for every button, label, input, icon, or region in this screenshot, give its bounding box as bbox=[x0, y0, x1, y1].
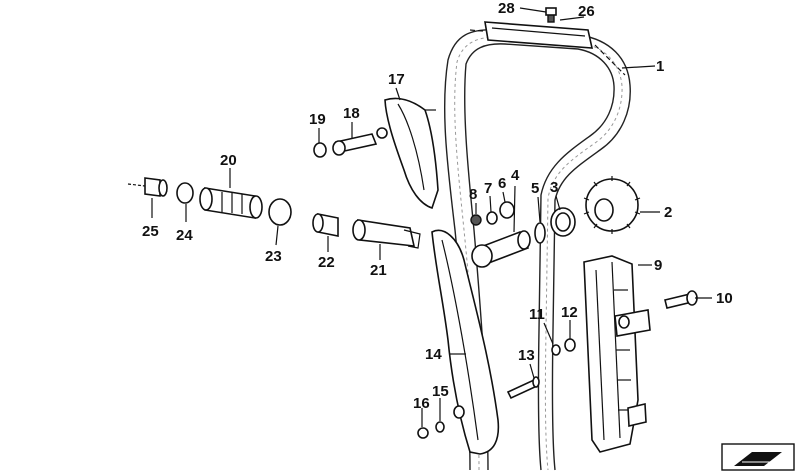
nut bbox=[470, 214, 482, 226]
callout-17: 17 bbox=[388, 71, 405, 88]
tensioner-rail bbox=[384, 97, 439, 210]
sealing-ring bbox=[268, 198, 292, 226]
callout-1: 1 bbox=[656, 58, 664, 75]
guide-bolt bbox=[664, 290, 698, 309]
callout-24: 24 bbox=[176, 227, 193, 244]
callout-10: 10 bbox=[716, 290, 733, 307]
callout-12: 12 bbox=[561, 304, 578, 321]
circlip bbox=[313, 142, 327, 158]
washer bbox=[486, 211, 498, 225]
washer bbox=[551, 344, 561, 356]
callout-22: 22 bbox=[318, 254, 335, 271]
callout-13: 13 bbox=[518, 347, 535, 364]
sleeve bbox=[312, 213, 339, 237]
washer bbox=[534, 222, 546, 244]
callout-28: 28 bbox=[498, 0, 515, 17]
bolt bbox=[506, 376, 540, 400]
callout-6: 6 bbox=[498, 175, 506, 192]
orientation-arrow-icon bbox=[721, 443, 795, 471]
bushing bbox=[550, 207, 576, 237]
chain-tensioner bbox=[199, 187, 263, 219]
plug-screw bbox=[127, 177, 168, 197]
sealing-ring bbox=[176, 182, 194, 204]
tensioner-piston bbox=[352, 219, 421, 249]
tensioner-rail-lower bbox=[431, 229, 500, 455]
chain-guide-rail bbox=[583, 255, 651, 453]
washer bbox=[564, 338, 576, 352]
pivot-pin bbox=[471, 230, 531, 268]
callout-25: 25 bbox=[142, 223, 159, 240]
upper-chain-guide bbox=[484, 7, 594, 49]
callout-7: 7 bbox=[484, 180, 492, 197]
callout-26: 26 bbox=[578, 3, 595, 20]
guide-pin bbox=[332, 127, 388, 156]
callout-19: 19 bbox=[309, 111, 326, 128]
callout-8: 8 bbox=[469, 186, 477, 203]
callout-14: 14 bbox=[425, 346, 442, 363]
washer bbox=[417, 427, 429, 439]
callout-23: 23 bbox=[265, 248, 282, 265]
callout-4: 4 bbox=[511, 167, 520, 184]
callout-21: 21 bbox=[370, 262, 387, 279]
callout-2: 2 bbox=[664, 204, 672, 221]
callout-15: 15 bbox=[432, 383, 449, 400]
callout-5: 5 bbox=[531, 180, 539, 197]
washer bbox=[435, 421, 445, 433]
callout-20: 20 bbox=[220, 152, 237, 169]
callout-labels: 1 2 3 4 5 6 7 8 9 10 11 12 13 14 15 16 1… bbox=[142, 0, 733, 412]
callout-18: 18 bbox=[343, 105, 360, 122]
callout-9: 9 bbox=[654, 257, 662, 274]
leader-lines bbox=[151, 7, 712, 427]
washer bbox=[499, 201, 515, 219]
callout-16: 16 bbox=[413, 395, 430, 412]
sprocket bbox=[583, 176, 641, 234]
callout-3: 3 bbox=[550, 179, 558, 196]
callout-11: 11 bbox=[529, 306, 545, 323]
